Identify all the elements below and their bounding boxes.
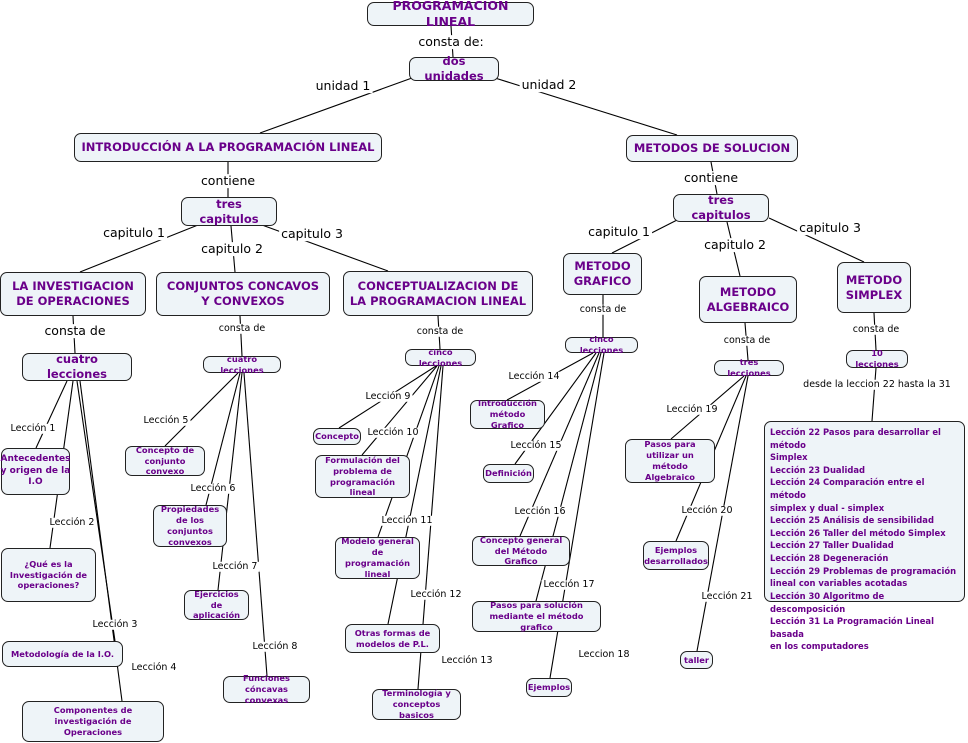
u2c3-node[interactable]: METODO SIMPLEX [837,262,911,313]
simplex-lessons-list[interactable]: Lección 22 Pasos para desarrollar el mét… [764,421,965,651]
u1c2-node[interactable]: CONJUNTOS CONCAVOS Y CONVEXOS [156,272,330,316]
unit2-title: METODOS DE SOLUCION [633,141,791,156]
u2c1-topic5[interactable]: Ejemplos [526,678,572,697]
u2c1-node[interactable]: METODO GRAFICO [563,253,642,295]
u1c1-title: LA INVESTIGACION DE OPERACIONES [12,279,134,308]
u1c1-lesson2-link: Lección 2 [47,516,97,529]
u1c2-lesson8-link: Lección 8 [250,640,300,653]
u1c3-lesson11-link: Lección 11 [379,514,435,527]
u1c2-lesson6-link: Lección 6 [188,482,238,495]
unit1-chapters-title: tres capitulos [199,196,259,226]
u1c1-topic1[interactable]: Antecedentes y origen de la I.O [1,448,70,495]
u1c1-lesson1-link: Lección 1 [8,422,58,435]
u2c1-lesson14-link: Lección 14 [506,370,562,383]
u2-chapter2-link: capitulo 2 [702,237,768,253]
u2c1-topic4[interactable]: Pasos para solución mediante el método g… [472,600,601,632]
u1c1-link: consta de [42,323,108,339]
unit1-title: INTRODUCCIÓN A LA PROGRAMACIÓN LINEAL [81,140,375,155]
u1c2-lesson7-link: Lección 7 [210,560,260,573]
u1c2-lesson5-link: Lección 5 [141,414,191,427]
u1c2-link: consta de [216,322,268,335]
u2c1-lesson16-link: Lección 16 [512,505,568,518]
u2c1-lesson17-link: Lección 17 [541,578,597,591]
u1c3-node[interactable]: CONCEPTUALIZACION DE LA PROGRAMACION LIN… [343,271,533,316]
u2c1-lesson18-link: Leccion 18 [576,648,632,661]
u2-chapter1-link: capitulo 1 [586,224,652,240]
u2c1-lesson15-link: Lección 15 [508,439,564,452]
unit2-chapters-node[interactable]: tres capitulos [673,193,769,222]
unit1-node[interactable]: INTRODUCCIÓN A LA PROGRAMACIÓN LINEAL [74,133,382,162]
u2c3-range-link: desde la leccion 22 hasta la 31 [801,378,953,391]
u1c1-lesson3-link: Lección 3 [90,618,140,631]
u2c3-title: METODO SIMPLEX [845,272,903,302]
units-title: dos unidades [424,54,484,83]
unit1-link-label-contains: contiene [198,173,258,189]
u2c1-topic1[interactable]: Introducción método Grafico [470,398,545,430]
unit2-link-label: unidad 2 [519,77,579,93]
u1c3-lesson13-link: Lección 13 [439,654,495,667]
u1c2-topic2[interactable]: Propiedades de los conjuntos convexos [153,504,227,547]
u1c1-topic4[interactable]: Componentes de investigación de Operacio… [22,701,164,742]
root-node[interactable]: PROGRAMACION LINEAL [367,0,534,29]
u1c1-node[interactable]: LA INVESTIGACION DE OPERACIONES [0,272,146,316]
u1c3-title: CONCEPTUALIZACION DE LA PROGRAMACION LIN… [349,278,527,308]
u1c3-topic2[interactable]: Formulación del problema de programación… [315,455,410,498]
u2c1-link: consta de [577,303,629,316]
unit2-chapters-title: tres capitulos [691,193,751,222]
u1c1-lessons-node[interactable]: cuatro lecciones [22,352,132,381]
u1c2-topic3[interactable]: Ejercicios de aplicación [184,589,249,620]
u2c2-lesson21-link: Lección 21 [699,590,755,603]
u2c2-topic3[interactable]: taller [680,651,713,669]
u2c2-lesson19-link: Lección 19 [664,403,720,416]
u2c2-lessons-node[interactable]: tres lecciones [714,357,784,378]
u2c1-title: METODO GRAFICO [573,259,632,288]
units-node[interactable]: dos unidades [409,54,499,83]
u2c2-title: METODO ALGEBRAICO [706,284,790,314]
u1c2-title: CONJUNTOS CONCAVOS Y CONVEXOS [166,279,320,308]
u2-chapter3-link: capitulo 3 [797,220,863,236]
u2c1-lessons-node[interactable]: cinco lecciones [565,334,638,355]
u2c2-lesson20-link: Lección 20 [679,504,735,517]
u1-chapter2-link: capitulo 2 [199,241,265,257]
unit1-link-label: unidad 1 [313,78,373,94]
u1c3-topic1[interactable]: Concepto [313,428,361,445]
root-title: PROGRAMACION LINEAL [392,0,509,29]
u2c2-topic2[interactable]: Ejemplos desarrollados [643,541,709,570]
u1-chapter3-link: capitulo 3 [279,226,345,242]
u2c3-lessons-node[interactable]: 10 lecciones [846,348,908,369]
u2c1-topic3[interactable]: Concepto general del Método Grafico [472,535,570,566]
u1c3-lesson9-link: Lección 9 [363,390,413,403]
unit2-node[interactable]: METODOS DE SOLUCION [626,135,798,162]
u2c1-topic2[interactable]: Definición [483,464,534,483]
u1c1-topic2[interactable]: ¿Qué es la Investigación de operaciones? [1,548,96,602]
u1c3-topic5[interactable]: Terminología y conceptos basicos [372,688,461,720]
u2c2-topic1[interactable]: Pasos para utilizar un método Algebraico [625,439,715,483]
u1c3-lessons-node[interactable]: cinco lecciones [405,347,476,368]
u1c3-link: consta de [414,325,466,338]
unit2-link-label-contains: contiene [681,170,741,186]
u1c2-topic1[interactable]: Concepto de conjunto convexo [125,445,205,476]
root-link-label: consta de: [416,34,486,50]
u1c1-lessons-title: cuatro lecciones [46,352,108,381]
u1c3-topic3[interactable]: Modelo general de programación lineal [335,536,420,579]
u2c3-link: consta de [850,323,902,336]
u1c1-topic3[interactable]: Metodología de la I.O. [2,641,123,667]
u1c3-topic4[interactable]: Otras formas de modelos de P.L. [345,624,440,653]
u2c2-link: consta de [721,334,773,347]
u1c2-lessons-node[interactable]: cuatro lecciones [203,354,281,375]
u1c2-topic4[interactable]: Funciones cóncavas convexas [223,673,310,705]
u2c2-node[interactable]: METODO ALGEBRAICO [699,276,797,323]
u1c3-lesson10-link: Lección 10 [365,426,421,439]
unit1-chapters-node[interactable]: tres capitulos [181,197,277,226]
u1-chapter1-link: capitulo 1 [101,225,167,241]
u1c3-lesson12-link: Lección 12 [408,588,464,601]
u1c1-lesson4-link: Lección 4 [129,661,179,674]
